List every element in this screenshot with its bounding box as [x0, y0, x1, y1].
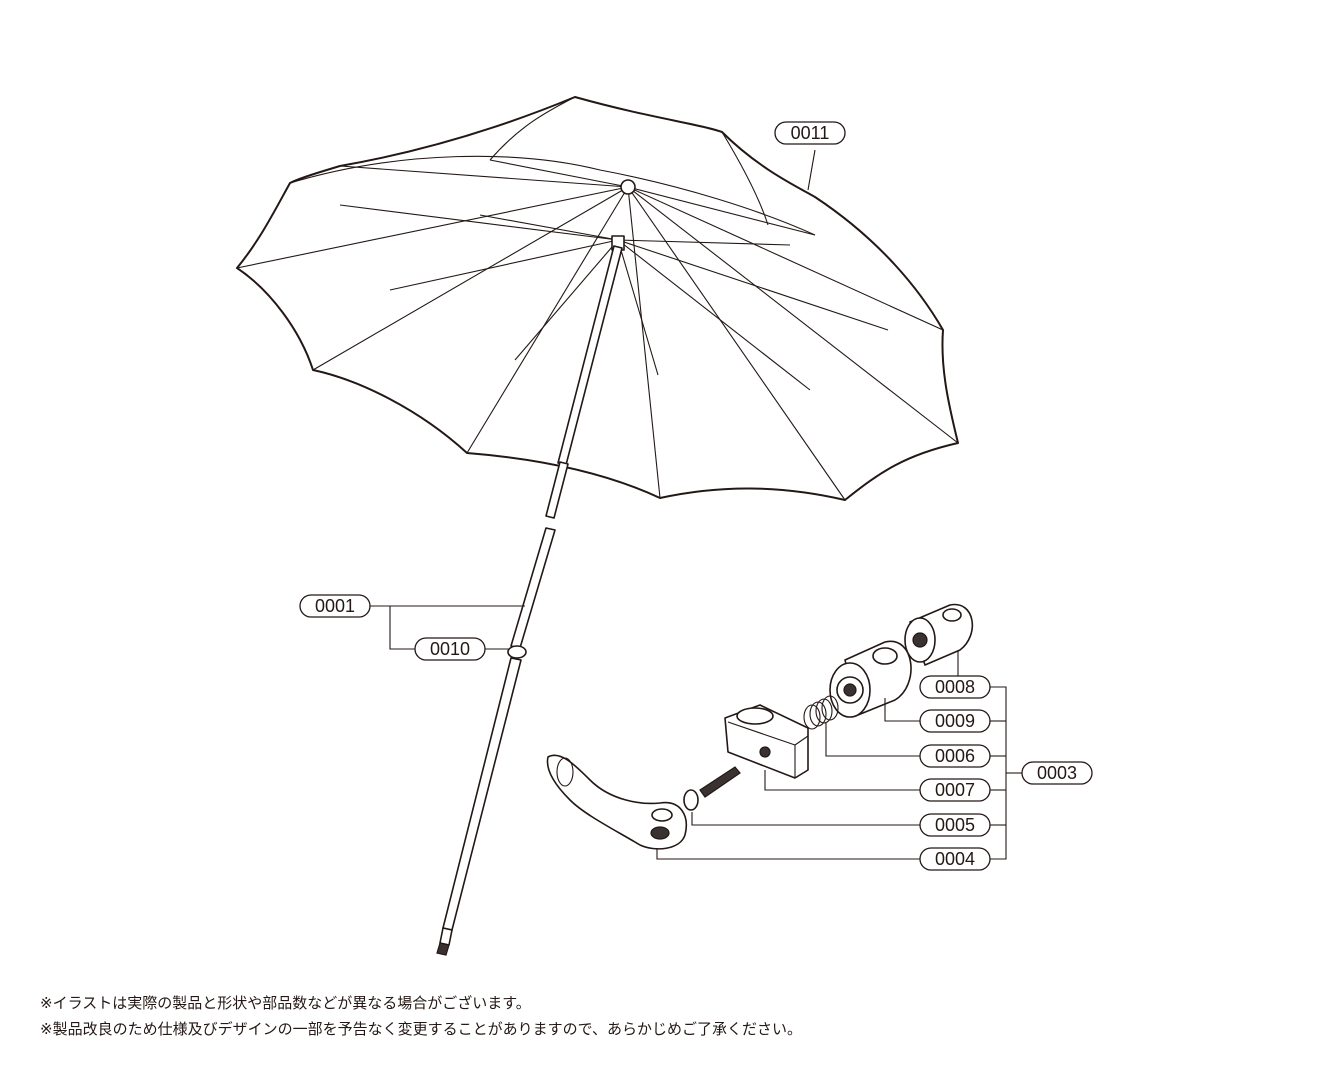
leader-lines: [370, 149, 1022, 860]
callout-0005-label: 0005: [935, 815, 975, 835]
callout-0009: 0009: [919, 709, 991, 733]
callout-0004-label: 0004: [935, 849, 975, 869]
part-0007-block: [724, 704, 809, 779]
callout-0008-label: 0008: [935, 677, 975, 697]
callout-0001: 0001: [299, 594, 371, 618]
callout-0009-label: 0009: [935, 711, 975, 731]
callout-0006-label: 0006: [935, 746, 975, 766]
note-line-2: ※製品改良のため仕様及びデザインの一部を予告なく変更することがありますので、あら…: [40, 1020, 802, 1038]
umbrella-canopy: [236, 96, 959, 501]
part-0004-lever: [546, 754, 687, 850]
part-0006-spring: [803, 695, 839, 730]
callout-0003: 0003: [1021, 761, 1093, 785]
clamp-hardware: [546, 603, 974, 850]
note-line-1: ※イラストは実際の製品と形状や部品数などが異なる場合がございます。: [40, 994, 531, 1012]
callout-0007: 0007: [919, 778, 991, 802]
callout-0007-label: 0007: [935, 780, 975, 800]
callout-0011-label: 0011: [791, 123, 830, 143]
umbrella-shaft: [436, 245, 623, 956]
disclaimer-notes: ※イラストは実際の製品と形状や部品数などが異なる場合がございます。 ※製品改良の…: [40, 990, 802, 1042]
callout-0004: 0004: [919, 847, 991, 871]
callout-0006: 0006: [919, 744, 991, 768]
part-0005-bolt: [683, 766, 741, 811]
callout-0008: 0008: [919, 675, 991, 699]
callout-0011: 0011: [774, 121, 846, 145]
callout-0001-label: 0001: [315, 596, 355, 616]
callout-0003-label: 0003: [1037, 763, 1077, 783]
canopy-ribs: [236, 159, 959, 501]
part-0008-sleeve: [904, 603, 974, 666]
callout-0010: 0010: [414, 637, 486, 661]
callout-0005: 0005: [919, 813, 991, 837]
callout-0010-label: 0010: [430, 639, 470, 659]
part-0009-gear-cylinder: [829, 640, 912, 718]
